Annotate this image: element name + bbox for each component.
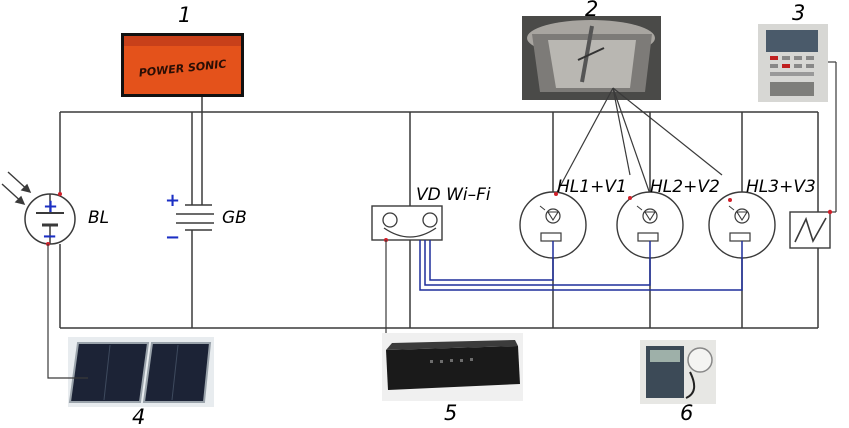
lamp-3-label: HL3+V3 (746, 177, 816, 197)
chamber-photo (522, 16, 661, 100)
gb-minus: − (165, 227, 180, 248)
vd-label: VD Wi–Fi (416, 185, 491, 205)
callout-4: 4 (132, 405, 145, 428)
recorder-photo (382, 333, 523, 401)
waveform-monitor (789, 209, 833, 249)
callout-6: 6 (680, 401, 693, 425)
gb-label: GB (222, 208, 247, 228)
waveform-node (827, 209, 833, 215)
battery-symbol (176, 204, 214, 231)
gb-plus: + (165, 190, 180, 211)
bl-plus: + (43, 196, 58, 217)
lamp-3 (708, 191, 776, 259)
lamp-1-label: HL1+V1 (557, 177, 627, 197)
bl-to-panel-leader (47, 244, 88, 379)
bl-label: BL (88, 208, 109, 228)
callout-2: 2 (585, 0, 598, 21)
lux-meter-photo (640, 340, 716, 404)
light-arrows-icon (1, 171, 32, 206)
lamp-2-label: HL2+V2 (650, 177, 720, 197)
chamber-leaders (555, 87, 723, 195)
oscilloscope-photo (758, 24, 828, 102)
callout-1: 1 (178, 3, 191, 27)
solar-panels-photo (68, 337, 214, 407)
battery-photo: POWER SONIC (121, 33, 244, 205)
wifi-recorder-symbol (371, 205, 443, 242)
callout-5: 5 (444, 401, 457, 425)
solar-cell-symbol (24, 192, 76, 246)
signal-wires (419, 240, 743, 291)
lamp-1 (519, 191, 587, 259)
lamp-2 (616, 191, 684, 259)
callout-3: 3 (792, 1, 805, 25)
bl-minus: − (42, 226, 57, 247)
